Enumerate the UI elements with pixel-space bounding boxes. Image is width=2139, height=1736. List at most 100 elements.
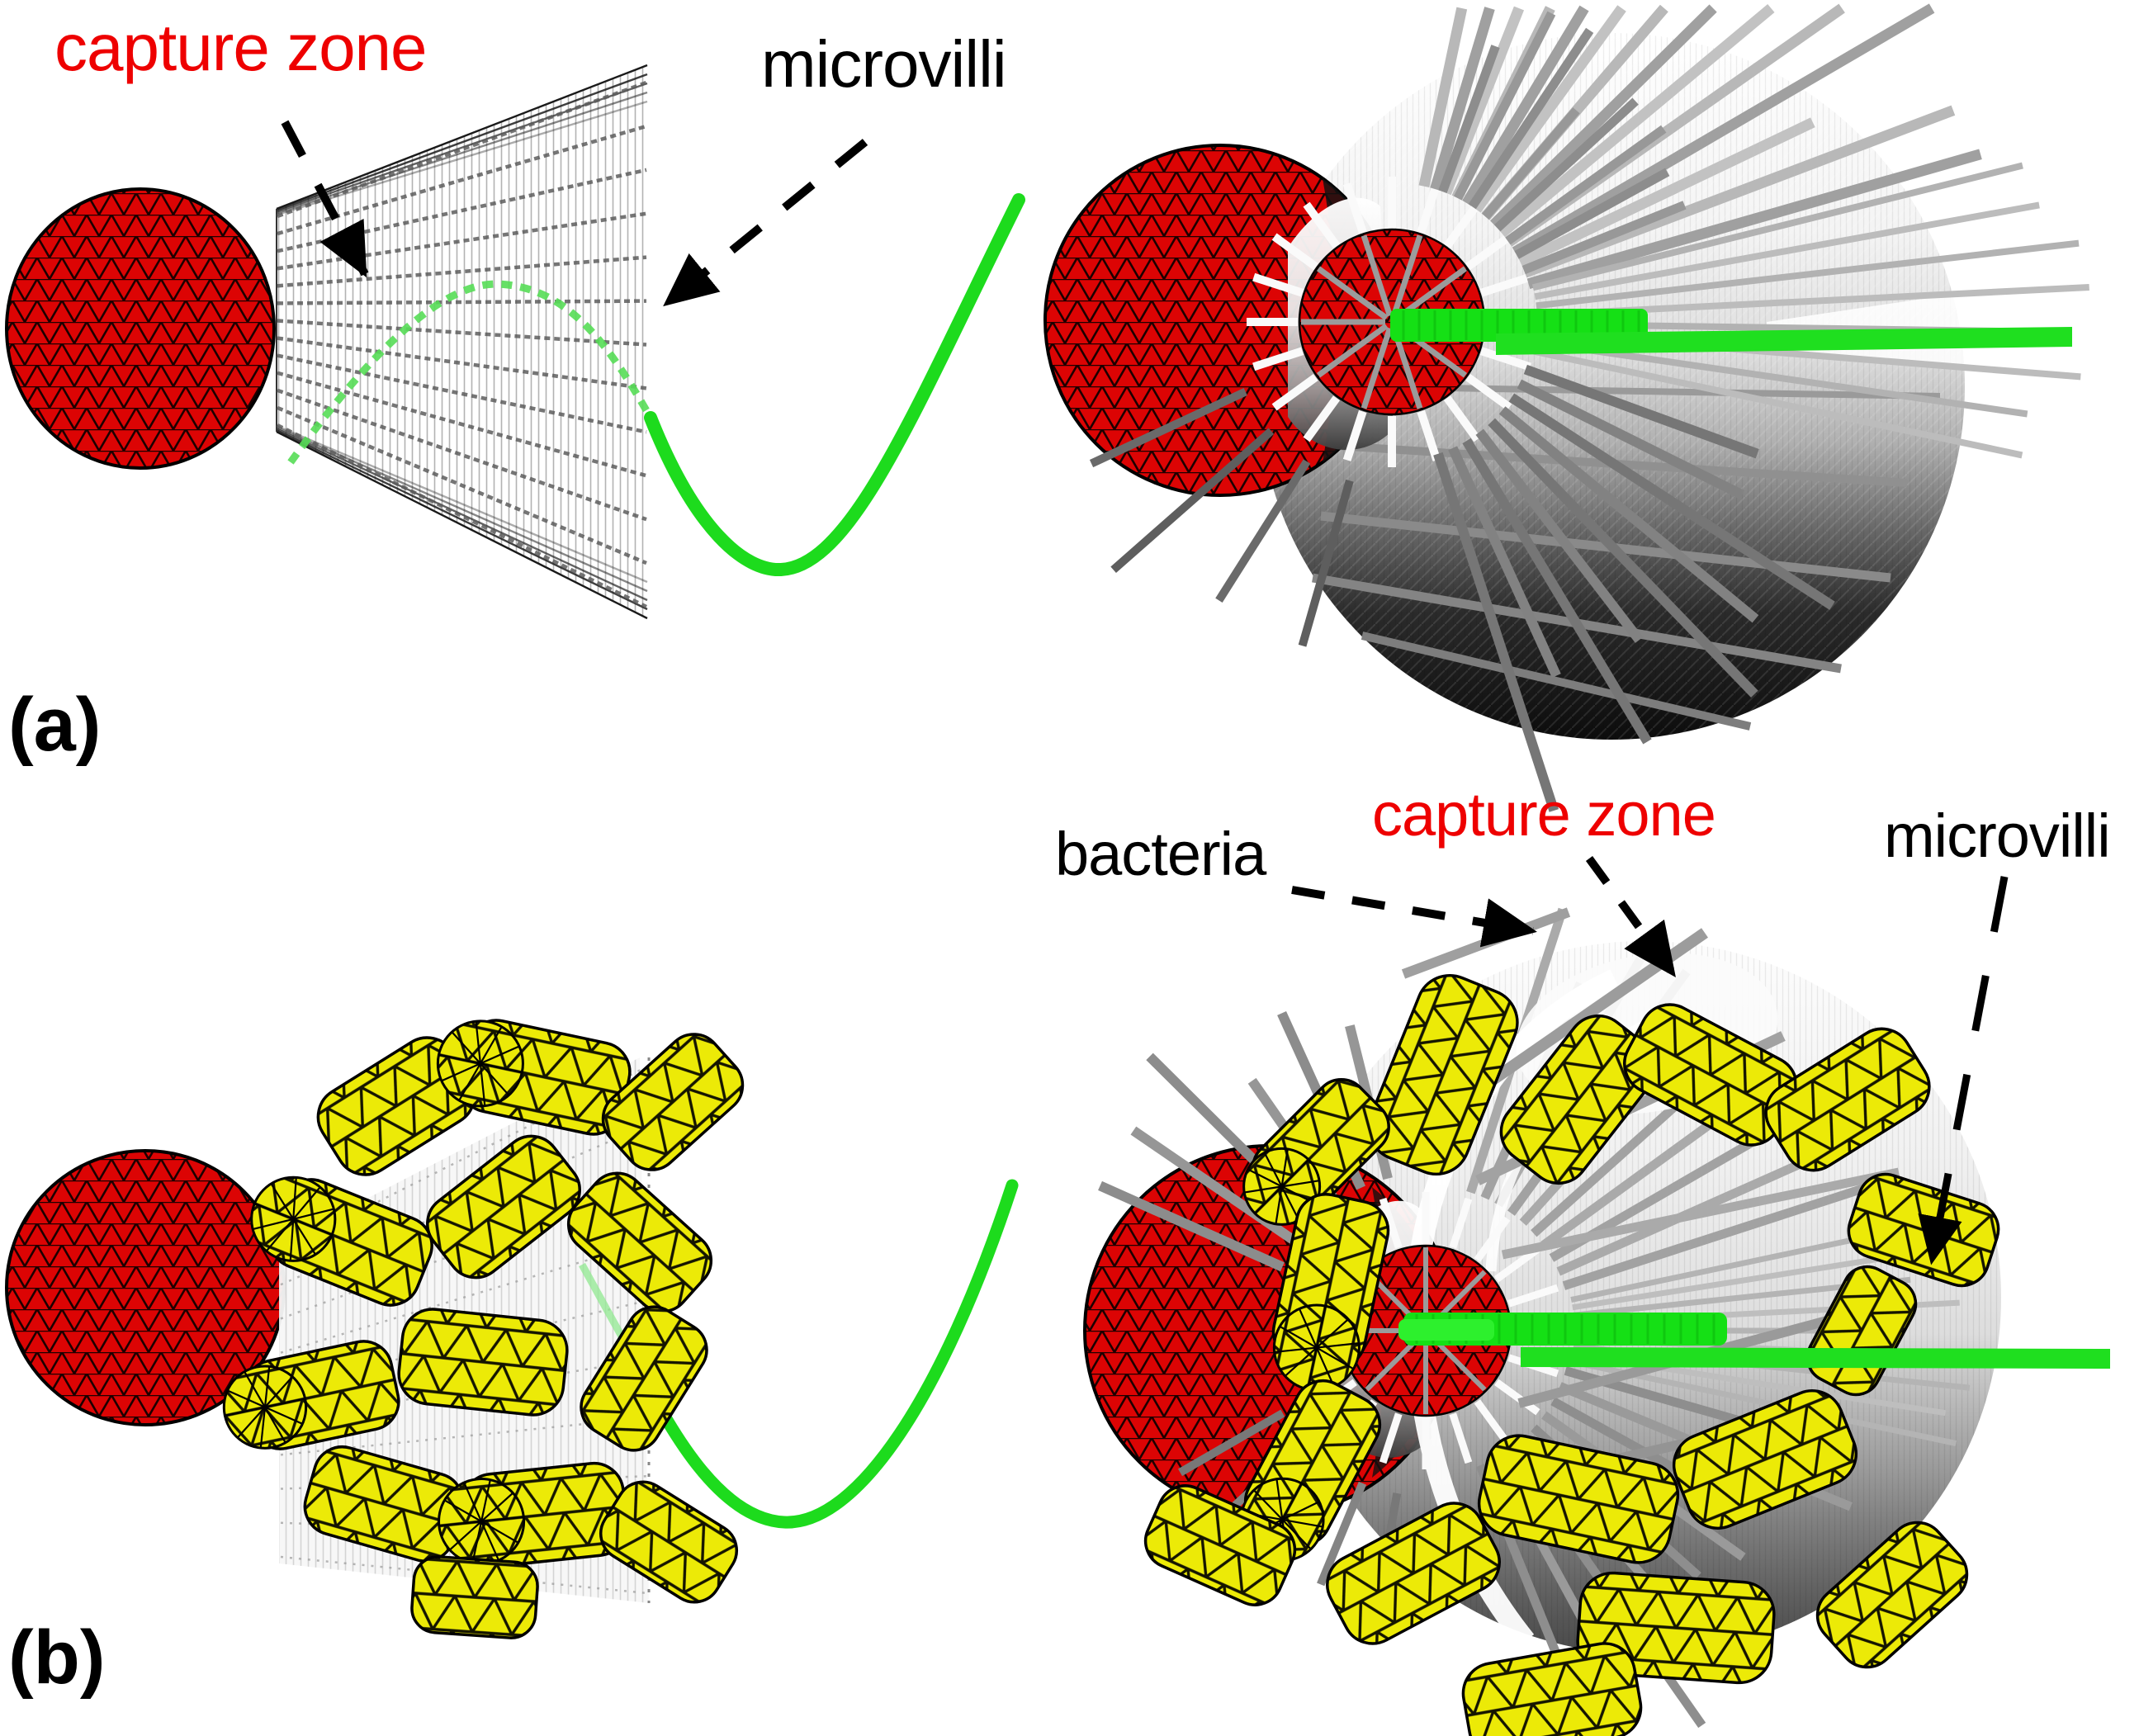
microvilli-row: [277, 299, 647, 305]
cap-spoke: [264, 1406, 303, 1425]
bacterium-body: [1461, 1642, 1643, 1736]
cap-spoke: [292, 1186, 321, 1220]
panel-b-front-view: [1083, 907, 2110, 1736]
cap-spoke: [1298, 1308, 1318, 1348]
cap-spoke: [264, 1398, 305, 1408]
microvillus-rod: [1418, 7, 1468, 188]
microvilli-row: [277, 388, 647, 522]
microvilli-row: [280, 1358, 648, 1422]
capture-spoke: [1303, 395, 1341, 442]
capture-spoke: [1342, 409, 1367, 461]
capture-spoke: [1449, 1197, 1473, 1249]
cap-spoke: [1274, 1346, 1317, 1354]
flagellum-rod-long: [1496, 327, 2072, 355]
cap-spoke: [252, 1218, 294, 1231]
bacterium-body: [1143, 1484, 1297, 1606]
capture-spoke: [1507, 1284, 1559, 1308]
cap-spoke: [1279, 1325, 1318, 1349]
microvillus-rod: [1430, 7, 1495, 192]
cap-spoke: [265, 1218, 295, 1252]
capture-spoke: [1443, 395, 1481, 442]
cap-spoke: [451, 1031, 481, 1065]
cap-spoke: [449, 1521, 482, 1551]
cap-spoke: [227, 1389, 266, 1408]
cap-spoke: [480, 1062, 510, 1096]
microvillus-rod: [1522, 105, 1956, 278]
wall-edge: [276, 64, 648, 210]
cap-spoke: [1244, 1185, 1282, 1194]
capture-spoke: [1479, 272, 1531, 297]
panel-a-letter: (a): [8, 683, 102, 767]
bacterium-body: [566, 1171, 713, 1313]
microvillus-rod: [1462, 438, 1652, 745]
disc-spoke: [1316, 266, 1389, 321]
bacterium: [1271, 1193, 1390, 1392]
cap-spoke: [1316, 1318, 1349, 1349]
cap-spoke: [1307, 1347, 1318, 1390]
cap-spoke: [263, 1366, 271, 1407]
bacterium: [397, 1308, 569, 1417]
bacterium: [1672, 1389, 1858, 1530]
cap-spoke: [292, 1218, 333, 1236]
cap-spoke: [1281, 1180, 1320, 1188]
flagellum-rods: [1390, 309, 2072, 355]
bacterium-body: [397, 1308, 569, 1417]
bacterium-body: [1326, 1502, 1501, 1645]
microvillus-rod: [1562, 1180, 1878, 1290]
bacterium-body: [1367, 973, 1519, 1176]
microvillus-rod: [1177, 1409, 1285, 1477]
bacterium-body: [426, 1134, 581, 1280]
cap-spoke: [1316, 1346, 1355, 1370]
capture-spoke: [1342, 182, 1367, 234]
bacterium: [250, 1175, 433, 1307]
microvillus-rod: [1498, 406, 1759, 623]
microvilli-row: [277, 80, 647, 219]
microvillus-rod: [1517, 379, 1744, 499]
capture-spoke: [1474, 1399, 1511, 1445]
cap-spoke: [1280, 1148, 1289, 1187]
bacterium-body: [599, 1480, 738, 1604]
microvillus-rod: [1498, 4, 1775, 238]
cap-spoke: [1253, 1489, 1284, 1521]
microvillus-rod: [1535, 338, 2028, 418]
capture-zone-label-a: capture zone: [54, 11, 428, 84]
cap-spoke: [1316, 1342, 1360, 1349]
cap-spoke: [1263, 1152, 1283, 1187]
bacterium: [1461, 1642, 1643, 1736]
microvillus-rod: [1505, 125, 1667, 245]
capture-spoke: [1417, 409, 1441, 461]
capture-spoke: [1271, 373, 1318, 411]
microvillus-rod: [1298, 479, 1354, 647]
cap-spoke: [244, 1371, 266, 1408]
cap-spoke: [1254, 1185, 1283, 1214]
microvillus-rod: [1317, 1481, 1367, 1587]
microvillus-rod: [1521, 201, 1687, 275]
microvillus-rod: [1512, 3, 1935, 257]
microvilli-row: [277, 255, 647, 288]
cap-spoke: [1315, 1305, 1327, 1348]
cap-spoke: [458, 1062, 481, 1101]
flagellum-rod-long: [1521, 1347, 2110, 1369]
microvillus-rod: [1488, 418, 1758, 698]
cap-spoke: [1284, 1346, 1318, 1377]
cap-spoke: [293, 1208, 334, 1220]
microvillus-rod: [1536, 239, 2080, 310]
wall-edge: [276, 426, 648, 593]
wall-edge: [276, 430, 648, 620]
capture-spoke: [1271, 233, 1318, 271]
cap-spoke: [270, 1183, 295, 1220]
microvilli-row: [277, 124, 647, 236]
capture-spoke: [1474, 1216, 1511, 1262]
flagellum-trace: [644, 193, 1025, 577]
microvillus-rod: [1438, 45, 1500, 194]
cap-spoke: [264, 1376, 294, 1408]
microvillus-rod: [1526, 149, 1982, 289]
bacteria-cluster: [222, 1019, 745, 1639]
microvilli-row: [277, 405, 647, 565]
microvilli-row: [277, 371, 647, 478]
wall-edge: [276, 424, 648, 584]
microvillus-rod: [1441, 6, 1525, 196]
arrow-microvilli-a: [663, 139, 868, 307]
